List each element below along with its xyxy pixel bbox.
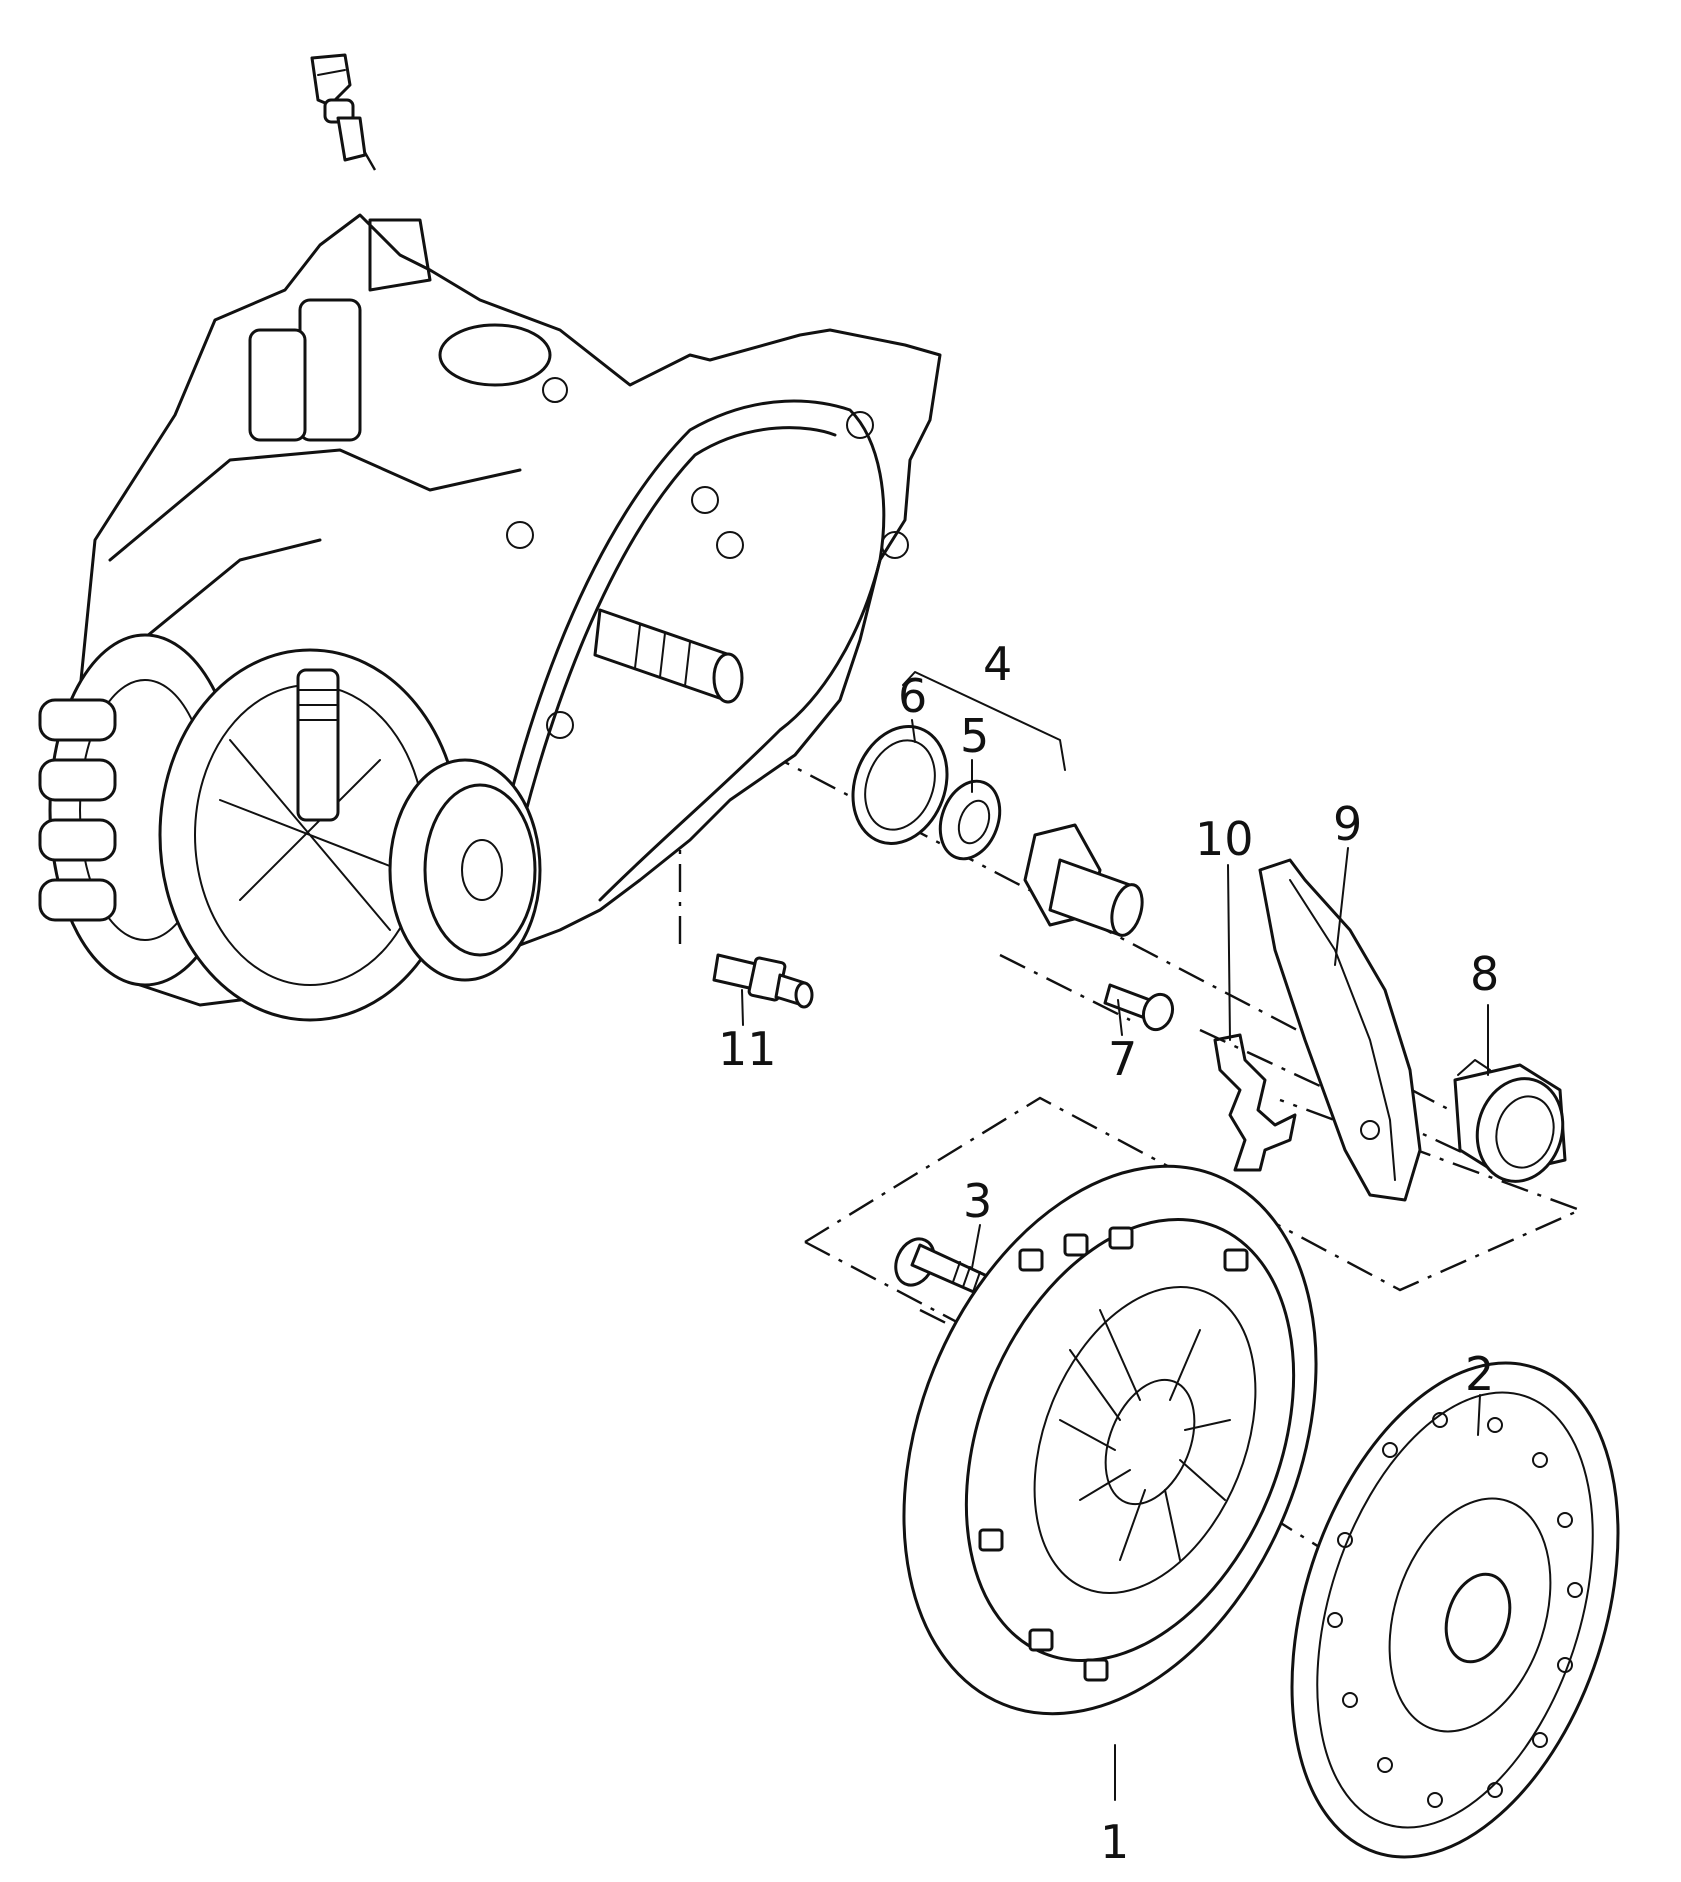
- callout-10: 10: [1195, 812, 1254, 866]
- callout-1: 1: [1100, 1815, 1129, 1869]
- callout-2: 2: [1465, 1347, 1494, 1401]
- callout-7: 7: [1108, 1032, 1137, 1086]
- clutch-disc-icon: [1290, 1361, 1620, 1859]
- callout-9: 9: [1333, 797, 1362, 851]
- bleeder-stud-icon: [712, 953, 814, 1009]
- guide-sleeve-icon: [1023, 823, 1144, 937]
- release-bearing-icon: [1453, 1059, 1567, 1183]
- callout-4: 4: [983, 637, 1012, 691]
- callout-6: 6: [898, 669, 927, 723]
- callout-11: 11: [718, 1022, 777, 1076]
- release-lever-icon: [1258, 858, 1422, 1202]
- retaining-spring-icon: [1213, 1033, 1297, 1172]
- clutch-pressure-plate-icon: [902, 1164, 1318, 1716]
- leader-lines: [741, 671, 1489, 1801]
- callout-3: 3: [963, 1174, 992, 1228]
- callout-labels: 1 2 3 4 5 6 7 8 9 10 11: [718, 637, 1499, 1869]
- callout-5: 5: [960, 709, 989, 763]
- seal-ring-icon: [938, 779, 1002, 861]
- sensor-icon: [310, 53, 367, 162]
- screw-icon: [1103, 983, 1175, 1032]
- gearbox-housing-icon: [38, 213, 942, 1022]
- callout-8: 8: [1470, 947, 1499, 1001]
